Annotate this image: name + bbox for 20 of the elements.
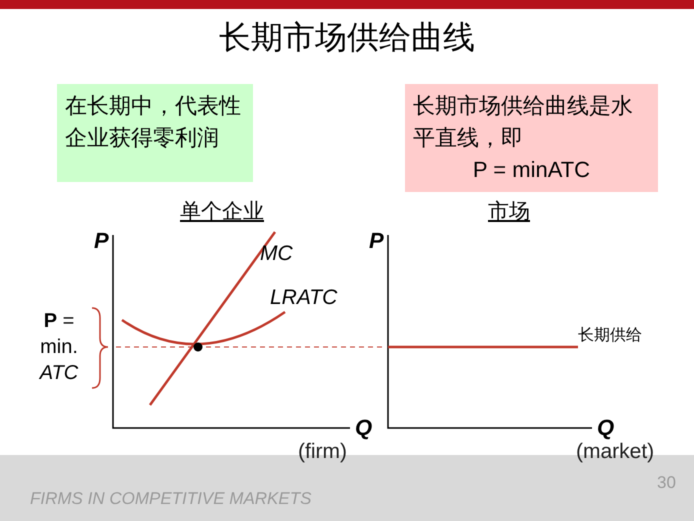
note-box bbox=[405, 84, 658, 192]
chart-heading: 市场 bbox=[488, 199, 530, 225]
note-text: 长期市场供给曲线是水平直线，即 bbox=[413, 92, 634, 152]
slide-title: 长期市场供给曲线 bbox=[218, 18, 476, 57]
axis-label: Q bbox=[355, 415, 372, 441]
axis-label: P bbox=[369, 228, 384, 254]
chart-heading: 单个企业 bbox=[180, 199, 264, 225]
footer-text: FIRMS IN COMPETITIVE MARKETS bbox=[30, 489, 312, 509]
note-text: 在长期中，代表性企业获得零利润 bbox=[65, 92, 242, 152]
curve-label: MC bbox=[260, 242, 293, 266]
note-box bbox=[57, 84, 253, 182]
axis-note: (firm) bbox=[298, 440, 347, 464]
axis-note: (market) bbox=[576, 440, 654, 464]
curve-label: LRATC bbox=[270, 286, 338, 310]
page-number: 30 bbox=[657, 473, 676, 493]
axis-label: Q bbox=[597, 415, 614, 441]
curve-label: 长期供给 bbox=[578, 326, 642, 346]
bracket-label: P = min. ATC bbox=[38, 309, 80, 386]
axis-label: P bbox=[94, 228, 109, 254]
formula-text: P = minATC bbox=[472, 156, 592, 184]
